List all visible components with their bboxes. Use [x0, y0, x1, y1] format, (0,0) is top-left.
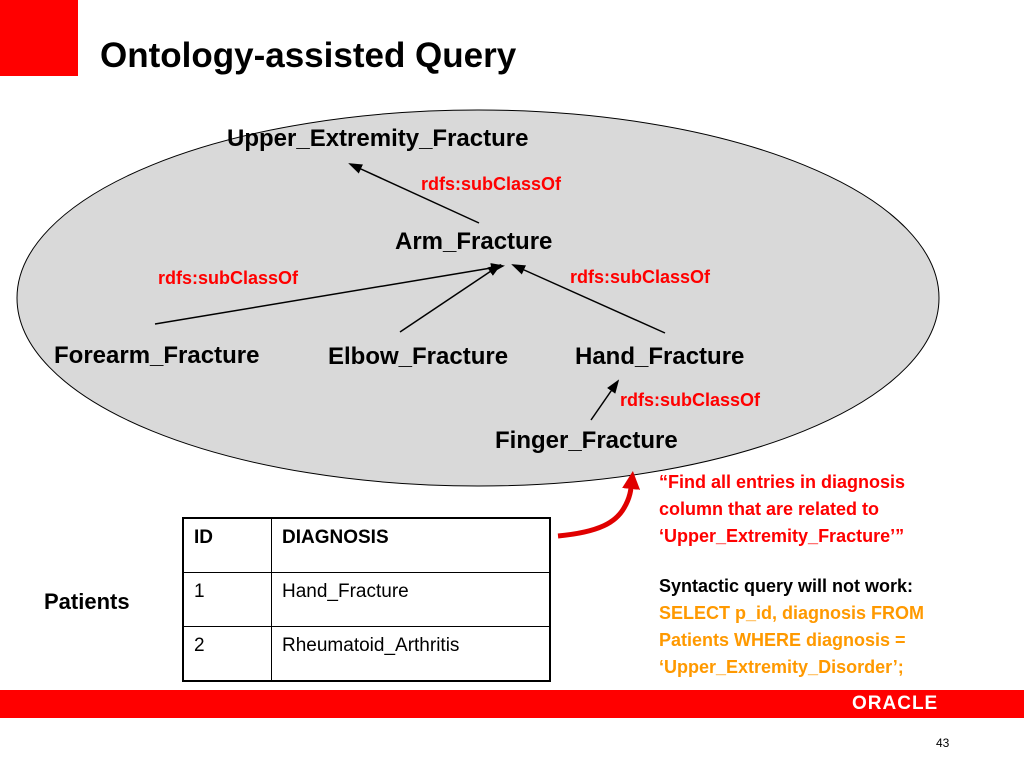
relation-label-finger-hand: rdfs:subClassOf — [620, 390, 761, 410]
arrow-elbow-to-arm — [399, 263, 502, 333]
node-elbow-fracture: Elbow_Fracture — [328, 343, 509, 370]
table-header-id: ID — [182, 517, 272, 573]
relation-label-hand-arm: rdfs:subClassOf — [570, 267, 711, 287]
red-curved-arrow — [557, 471, 641, 539]
syntactic-heading: Syntactic query will not work: — [659, 576, 914, 596]
sql-line: Patients WHERE diagnosis = — [659, 630, 906, 650]
table-cell-id: 1 — [182, 572, 272, 627]
quote-line: ‘Upper_Extremity_Fracture’” — [659, 526, 905, 546]
patients-table-label: Patients — [44, 589, 130, 614]
footer-bar — [0, 690, 1024, 718]
arrow-hand-to-arm — [511, 264, 666, 334]
page-number: 43 — [936, 736, 950, 750]
corner-accent-square — [0, 0, 78, 76]
table-row: 2 Rheumatoid_Arthritis — [182, 626, 551, 682]
ontology-ellipse — [16, 109, 940, 487]
arrow-finger-to-hand — [590, 379, 620, 421]
sql-line: ‘Upper_Extremity_Disorder’; — [659, 657, 904, 677]
table-cell-diagnosis: Hand_Fracture — [271, 572, 551, 627]
table-cell-id: 2 — [182, 626, 272, 682]
node-forearm-fracture: Forearm_Fracture — [54, 342, 260, 369]
table-header-diagnosis: DIAGNOSIS — [271, 517, 551, 573]
arrow-arm-to-upper — [348, 163, 480, 224]
node-upper-extremity-fracture: Upper_Extremity_Fracture — [227, 125, 529, 152]
table-header-row: ID DIAGNOSIS — [182, 517, 551, 573]
quote-line: “Find all entries in diagnosis — [659, 472, 906, 492]
sql-line: SELECT p_id, diagnosis FROM — [659, 603, 925, 623]
node-arm-fracture: Arm_Fracture — [395, 228, 553, 255]
arrow-forearm-to-arm — [154, 263, 505, 325]
node-hand-fracture: Hand_Fracture — [575, 343, 745, 370]
query-note: “Find all entries in diagnosis column th… — [659, 469, 1009, 681]
relation-label-forearm-arm: rdfs:subClassOf — [158, 268, 299, 288]
quote-line: column that are related to — [659, 499, 880, 519]
slide-title: Ontology-assisted Query — [100, 36, 517, 75]
table-cell-diagnosis: Rheumatoid_Arthritis — [271, 626, 551, 682]
table-row: 1 Hand_Fracture — [182, 572, 551, 627]
patients-table: ID DIAGNOSIS 1 Hand_Fracture 2 Rheumatoi… — [182, 517, 551, 682]
relation-label-upper-arm: rdfs:subClassOf — [421, 174, 562, 194]
node-finger-fracture: Finger_Fracture — [495, 427, 678, 454]
oracle-logo: ORACLE — [852, 693, 939, 714]
